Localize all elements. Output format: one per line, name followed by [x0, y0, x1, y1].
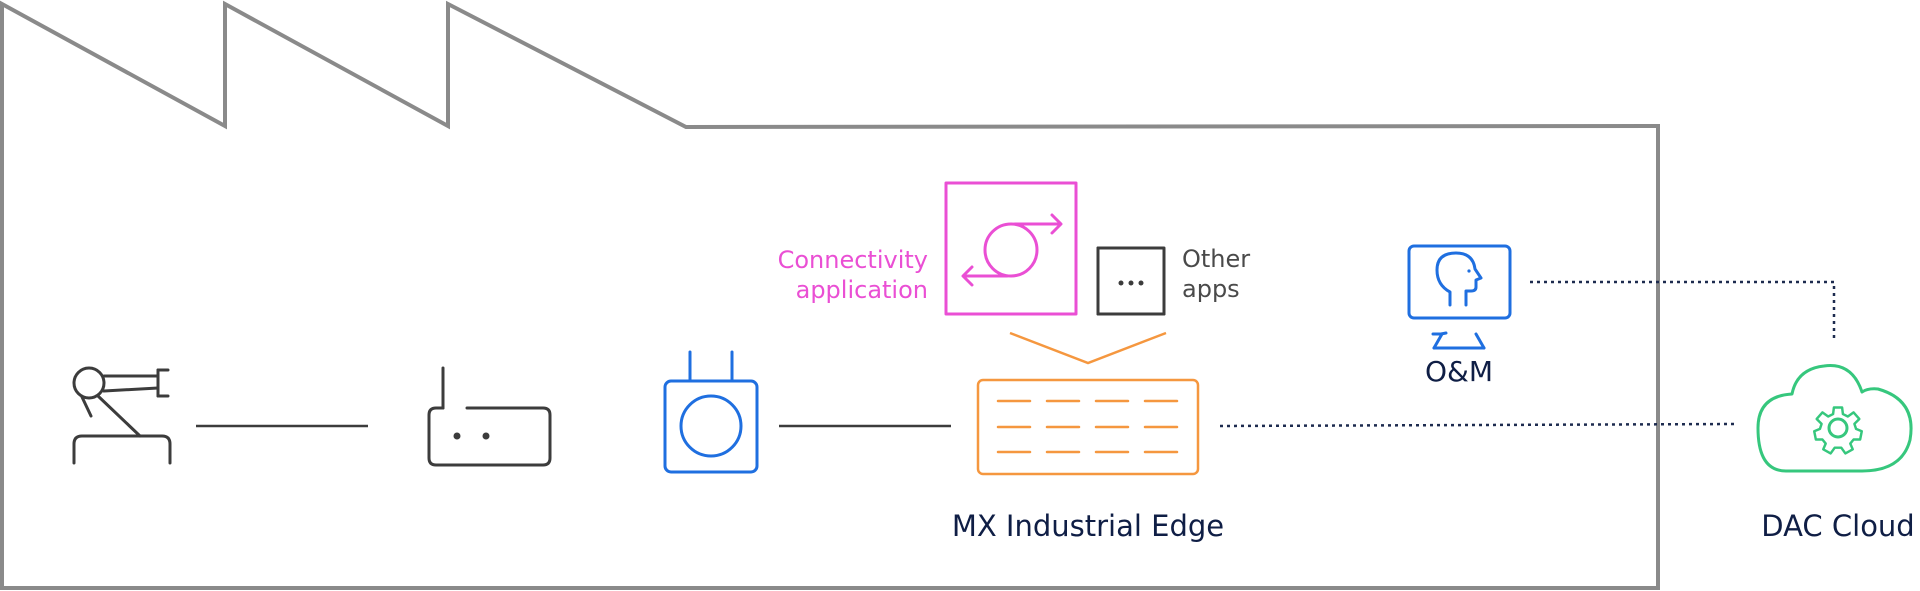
cloud-label: DAC Cloud [1761, 509, 1914, 543]
om-label: O&M [1425, 355, 1493, 388]
connectivity-app-label-line2: application [796, 276, 928, 304]
robot-arm-icon [72, 366, 172, 465]
router-icon [427, 366, 552, 467]
radio-unit-icon [663, 350, 759, 474]
operator-monitor-icon [1407, 244, 1512, 350]
dotted-link-edge-cloud [1219, 422, 1737, 428]
cloud-gear-icon [1756, 364, 1913, 473]
apps-bracket [1009, 331, 1167, 365]
dotted-link-om-cloud [1530, 280, 1836, 342]
connectivity-app-icon [944, 181, 1078, 316]
factory-building-outline [0, 0, 1660, 590]
connectivity-app-label-line1: Connectivity [778, 246, 928, 274]
other-apps-label-line2: apps [1182, 275, 1240, 303]
edge-label: MX Industrial Edge [952, 509, 1224, 543]
other-apps-label-line1: Other [1182, 245, 1250, 273]
ellipsis-app-icon [1096, 246, 1166, 316]
edge-server-icon [976, 378, 1200, 476]
